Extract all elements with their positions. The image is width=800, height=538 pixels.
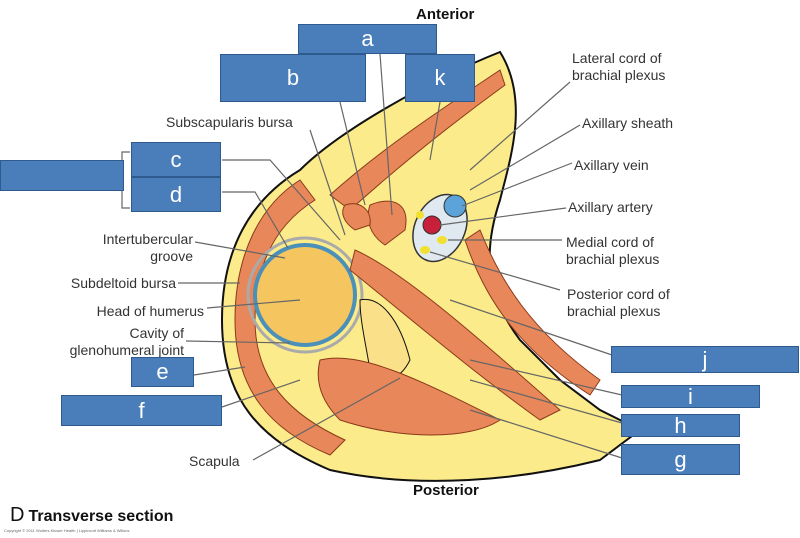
answer-box-i[interactable]: i	[621, 385, 760, 408]
posterior-label: Posterior	[413, 482, 479, 499]
lateral-cord	[416, 211, 424, 219]
figure-caption-text: Transverse section	[28, 508, 174, 525]
humerus-head	[253, 243, 357, 347]
axillary-vein	[443, 194, 467, 218]
latissimus-dorsi-muscle	[464, 229, 601, 396]
label-subscapularis-bursa: Subscapularis bursa	[166, 114, 293, 130]
answer-box-h[interactable]: h	[621, 414, 740, 437]
label-axillary-sheath: Axillary sheath	[582, 115, 674, 131]
answer-box-j[interactable]: j	[611, 346, 799, 373]
answer-box-k[interactable]: k	[405, 54, 475, 102]
answer-box-e[interactable]: e	[131, 357, 194, 387]
answer-box-g[interactable]: g	[621, 444, 740, 475]
answer-box-c[interactable]: c	[131, 142, 221, 177]
answer-box-d[interactable]: d	[131, 177, 221, 212]
axillary-artery	[422, 215, 442, 235]
copyright-notice: Copyright © 2011 Wolters Kluwer Health |…	[4, 528, 130, 533]
label-medial-cord: Medial cord of brachial plexus	[566, 234, 660, 267]
figure-letter: D	[10, 504, 25, 526]
joint-capsule	[246, 236, 364, 354]
label-lateral-cord: Lateral cord of brachial plexus	[572, 50, 666, 83]
label-head-of-humerus: Head of humerus	[96, 303, 204, 319]
label-axillary-artery: Axillary artery	[568, 199, 653, 215]
infraspinatus-muscle	[317, 357, 501, 436]
label-axillary-vein: Axillary vein	[574, 157, 649, 173]
subscapularis-muscle	[349, 249, 561, 421]
label-subdeltoid-bursa: Subdeltoid bursa	[70, 275, 176, 291]
leader-lines	[121, 53, 623, 461]
pectoralis-major-muscle	[329, 69, 506, 211]
label-intertubercular-groove: Intertubercular groove	[102, 231, 193, 264]
medial-cord	[437, 236, 447, 244]
posterior-cord	[420, 246, 430, 254]
anterior-label: Anterior	[416, 6, 475, 23]
label-posterior-cord: Posterior cord of brachial plexus	[567, 286, 670, 319]
label-scapula: Scapula	[189, 453, 240, 469]
answer-box-b[interactable]: b	[220, 54, 366, 102]
coracobrachialis-muscle	[342, 203, 371, 231]
answer-box-blank[interactable]	[0, 160, 124, 191]
answer-box-a[interactable]: a	[298, 24, 437, 54]
answer-box-f[interactable]: f	[61, 395, 222, 426]
label-cavity-glenohumeral-joint: Cavity of glenohumeral joint	[69, 325, 184, 358]
